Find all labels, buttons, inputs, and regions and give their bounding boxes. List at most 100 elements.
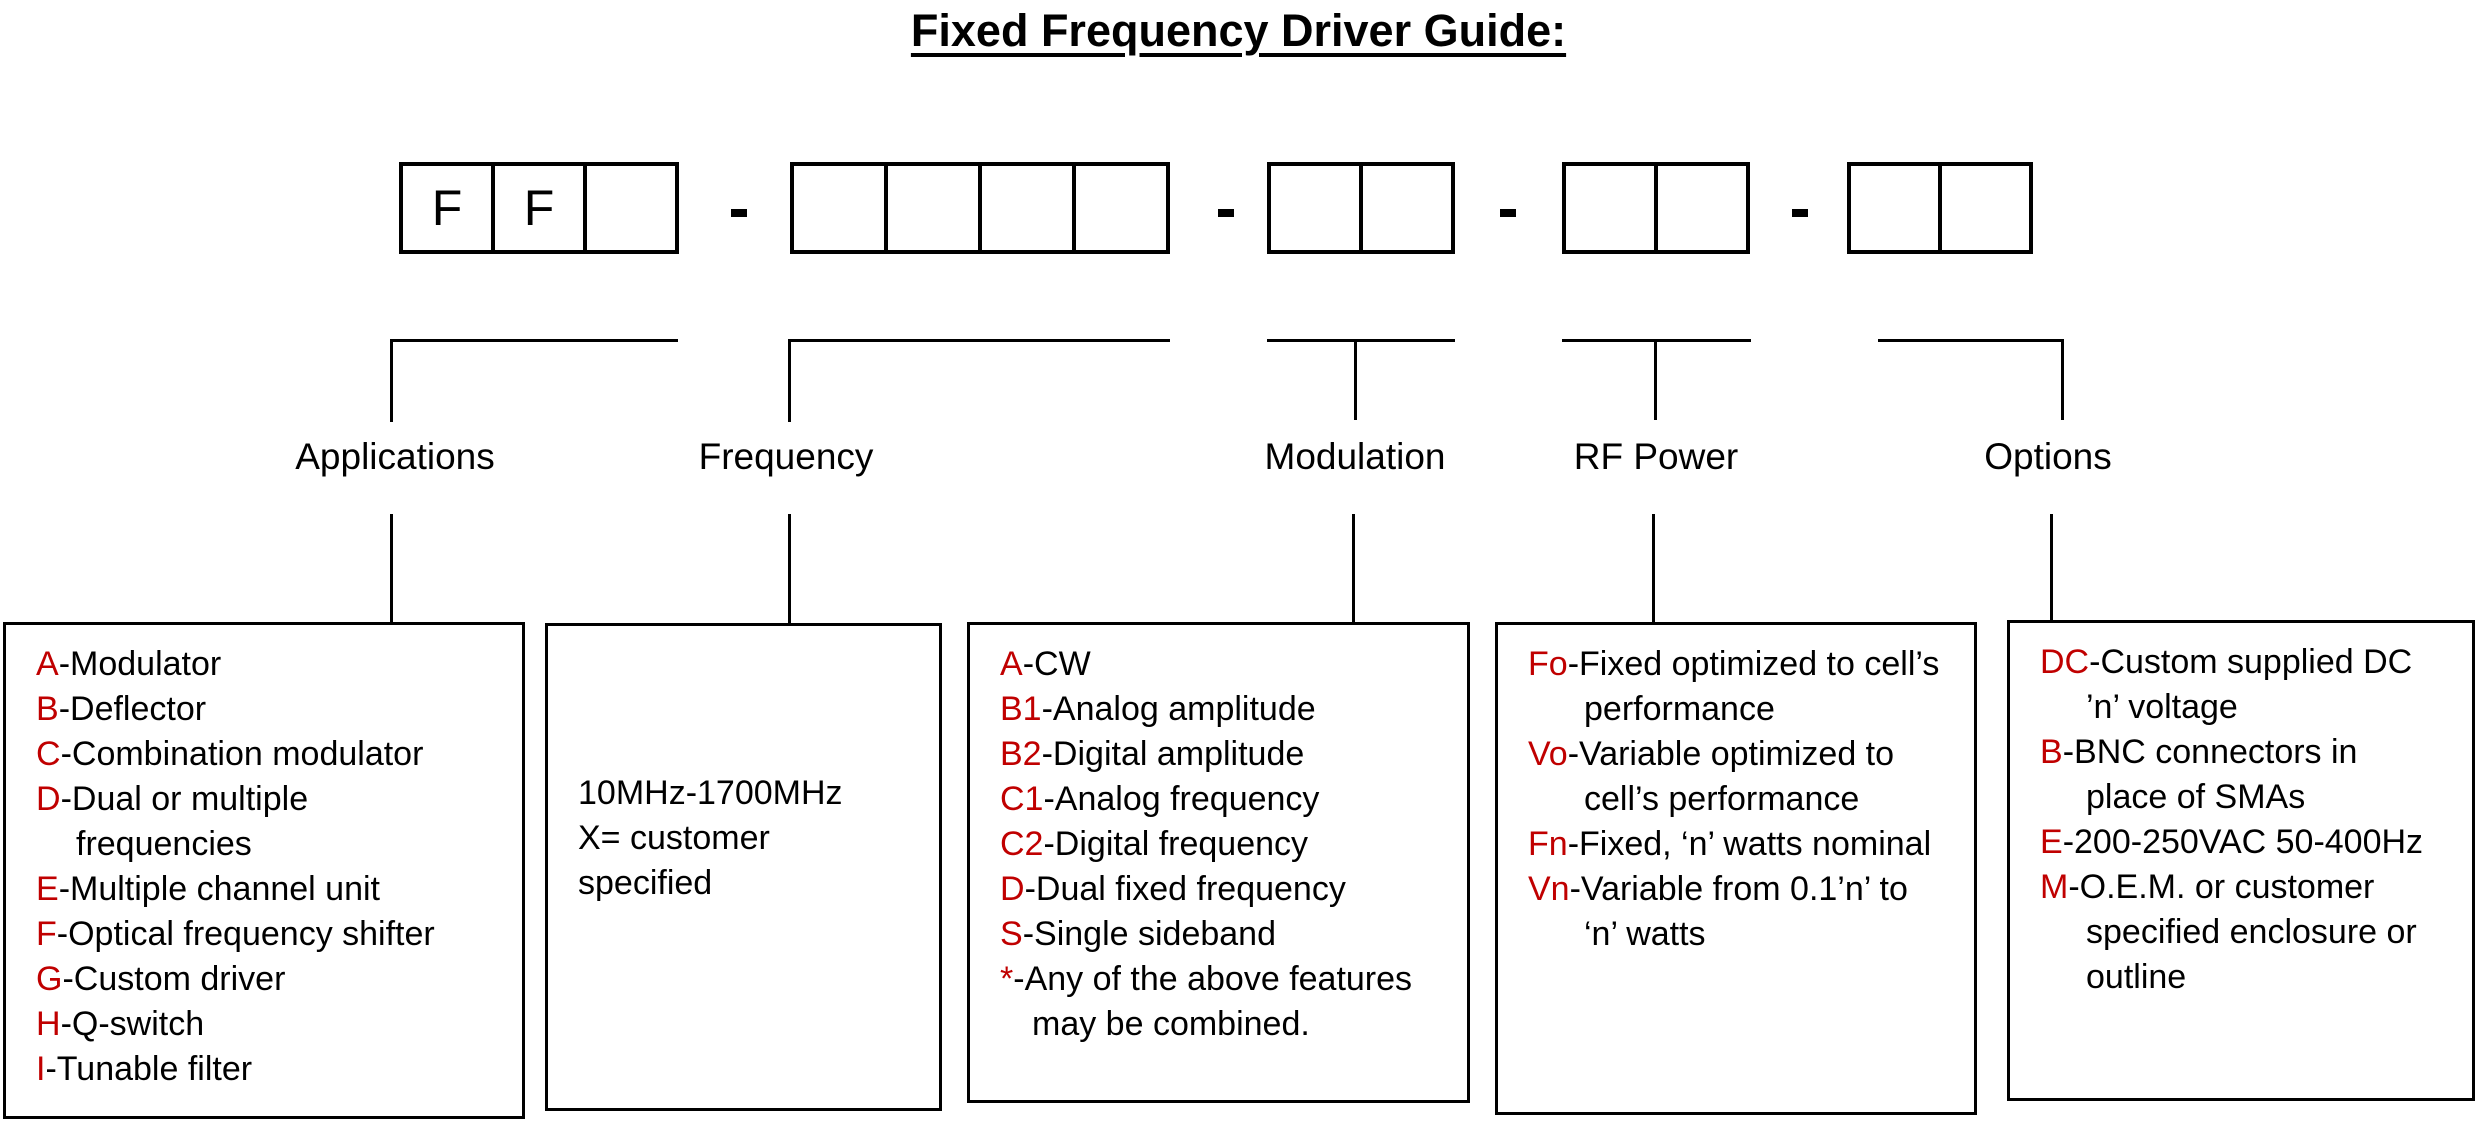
code-separator: -	[1024, 870, 1036, 908]
code-letter: F	[36, 915, 57, 953]
code-letter: DC	[2040, 643, 2090, 681]
code-description: Tunable filter	[56, 1050, 253, 1088]
applications-connector-vertical-bottom	[390, 514, 393, 622]
code-separator: -	[2062, 733, 2075, 771]
code-letter: C	[36, 735, 61, 773]
code-separator: -	[1567, 645, 1580, 683]
part-number-cell	[583, 162, 679, 254]
options-connector-horizontal	[1878, 339, 2064, 342]
code-item: E-200-250VAC 50-400Hz	[2040, 820, 2460, 865]
frequency-connector-horizontal	[788, 339, 1170, 342]
code-description: Fixed optimized to cell’s performance	[1579, 645, 1940, 728]
category-box-rf-power: Fo-Fixed optimized to cell’s performance…	[1495, 622, 1977, 1115]
code-description: CW	[1034, 645, 1091, 683]
category-box-frequency: 10MHz-1700MHz X= customer specified	[545, 623, 942, 1111]
code-separator: -	[45, 1050, 57, 1088]
part-number-cell: F	[399, 162, 495, 254]
code-letter: Vo	[1528, 735, 1568, 773]
category-label-applications: Applications	[295, 436, 495, 477]
part-number-cell: F	[491, 162, 587, 254]
code-separator: -	[2089, 643, 2101, 681]
code-separator: -	[60, 1005, 72, 1043]
modulation-connector-horizontal	[1267, 339, 1455, 342]
part-number-cell-text: F	[523, 180, 555, 236]
code-letter: I	[36, 1050, 46, 1088]
code-separator: -	[1013, 960, 1025, 998]
modulation-connector-vertical-bottom	[1352, 514, 1355, 622]
code-item: M-O.E.M. or customer specified enclosure…	[2040, 865, 2460, 1000]
code-item: C-Combination modulator	[36, 732, 510, 777]
code-letter: S	[1000, 915, 1023, 953]
code-separator: -	[58, 870, 71, 908]
code-separator: -	[1041, 690, 1053, 728]
part-number-group-options	[1847, 162, 2033, 254]
part-number-cell	[1359, 162, 1455, 254]
code-letter: *	[1000, 960, 1014, 998]
code-item: B1-Analog amplitude	[1000, 687, 1455, 732]
code-letter: M	[2040, 868, 2069, 906]
code-item: Vo-Variable optimized to cell’s performa…	[1528, 732, 1962, 822]
code-description: Multiple channel unit	[70, 870, 380, 908]
code-description: BNC connectors in place of SMAs	[2074, 733, 2358, 816]
code-letter: A	[1000, 645, 1023, 683]
code-item: Fo-Fixed optimized to cell’s performance	[1528, 642, 1962, 732]
code-item: A-CW	[1000, 642, 1455, 687]
part-number-cell	[884, 162, 982, 254]
code-letter: C1	[1000, 780, 1044, 818]
code-separator: -	[1022, 915, 1035, 953]
page-title: Fixed Frequency Driver Guide:	[910, 5, 1567, 56]
code-separator: -	[60, 780, 72, 818]
code-letter: E	[2040, 823, 2063, 861]
code-separator: -	[1567, 735, 1580, 773]
code-description: Dual fixed frequency	[1035, 870, 1346, 908]
code-description: Modulator	[70, 645, 222, 683]
code-description: Digital frequency	[1054, 825, 1309, 863]
code-description: Custom driver	[73, 960, 286, 998]
code-description: Single sideband	[1034, 915, 1276, 953]
code-description: O.E.M. or customer specified enclosure o…	[2079, 868, 2417, 996]
code-description: Dual or multiple frequencies	[71, 780, 309, 863]
category-label-options: Options	[1984, 436, 2112, 477]
options-connector-vertical-bottom	[2050, 514, 2053, 620]
code-item: S-Single sideband	[1000, 912, 1455, 957]
code-letter: A	[36, 645, 59, 683]
code-description: Digital amplitude	[1052, 735, 1305, 773]
code-separator: -	[62, 960, 74, 998]
code-item: F-Optical frequency shifter	[36, 912, 510, 957]
code-description: Optical frequency shifter	[68, 915, 435, 953]
code-letter: C2	[1000, 825, 1044, 863]
code-separator: -	[1043, 780, 1055, 818]
code-item: E-Multiple channel unit	[36, 867, 510, 912]
modulation-connector-vertical-top	[1354, 339, 1357, 420]
part-number-dash	[1500, 209, 1516, 217]
code-description: Any of the above features may be combine…	[1024, 960, 1413, 1043]
rf-power-connector-vertical-bottom	[1652, 514, 1655, 622]
applications-connector-vertical-top	[390, 339, 393, 422]
code-item: C2-Digital frequency	[1000, 822, 1455, 867]
part-number-cell	[978, 162, 1076, 254]
code-item: I-Tunable filter	[36, 1047, 510, 1092]
frequency-connector-vertical-bottom	[788, 514, 791, 623]
code-separator: -	[56, 915, 69, 953]
options-connector-vertical-top	[2061, 339, 2064, 420]
part-number-cell	[1072, 162, 1170, 254]
code-item: A-Modulator	[36, 642, 510, 687]
code-letter: B1	[1000, 690, 1042, 728]
code-item: DC-Custom supplied DC ’n’ voltage	[2040, 640, 2460, 730]
part-number-dash	[731, 209, 747, 217]
code-description: Analog amplitude	[1052, 690, 1316, 728]
part-number-cell	[1938, 162, 2033, 254]
code-description: Q-switch	[71, 1005, 205, 1043]
part-number-dash	[1218, 209, 1234, 217]
code-letter: G	[36, 960, 63, 998]
code-separator: -	[1041, 735, 1053, 773]
category-label-frequency: Frequency	[698, 436, 874, 477]
code-separator: -	[58, 645, 71, 683]
code-item: C1-Analog frequency	[1000, 777, 1455, 822]
category-label-rf-power: RF Power	[1573, 436, 1739, 477]
code-description: 200-250VAC 50-400Hz	[2074, 823, 2424, 861]
code-separator: -	[60, 735, 72, 773]
